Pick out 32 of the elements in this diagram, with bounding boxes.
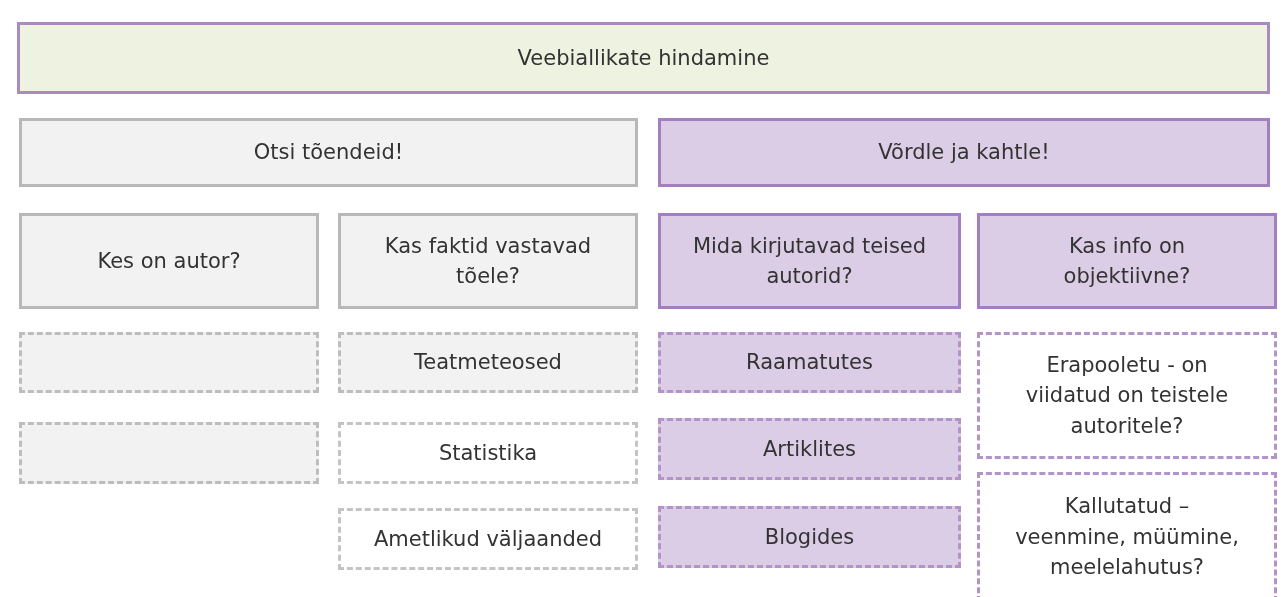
- item-box: [658, 506, 961, 568]
- box-label: Statistika: [438, 439, 538, 467]
- box-label: Mida kirjutavad teised autorid?: [691, 232, 928, 290]
- item-box: [658, 418, 961, 480]
- box-label: Kas info on objektiivne?: [1062, 232, 1192, 290]
- item-box: [19, 332, 319, 393]
- item-box: [977, 332, 1277, 459]
- item-box: [338, 422, 638, 484]
- item-box: [338, 508, 638, 570]
- category-box: [658, 118, 1270, 187]
- title-box: [17, 22, 1270, 94]
- category-box: [977, 213, 1277, 309]
- item-box: [658, 332, 961, 393]
- box-label: Veebiallikate hindamine: [517, 44, 770, 72]
- category-box: [658, 213, 961, 309]
- box-label: Otsi tõendeid!: [253, 139, 404, 167]
- box-label: Blogides: [764, 523, 855, 551]
- category-box: [19, 213, 319, 309]
- box-label: Võrdle ja kahtle!: [878, 139, 1050, 167]
- item-box: [19, 422, 319, 484]
- box-label: Erapooletu - on viidatud on teistele autoritele?: [1024, 351, 1230, 440]
- box-label: Ametlikud väljaanded: [373, 525, 603, 553]
- box-label: Teatmeteosed: [414, 349, 562, 377]
- item-box: [338, 332, 638, 393]
- category-box: [338, 213, 638, 309]
- box-label: Kas faktid vastavad tõele?: [383, 232, 593, 290]
- category-box: [19, 118, 638, 187]
- box-label: Artiklites: [763, 435, 856, 463]
- item-box: [977, 472, 1277, 597]
- box-label: Kallutatud – veenmine, müümine, meelelahutus?: [1014, 493, 1240, 582]
- box-label: Kes on autor?: [97, 247, 241, 275]
- box-label: Raamatutes: [746, 349, 873, 377]
